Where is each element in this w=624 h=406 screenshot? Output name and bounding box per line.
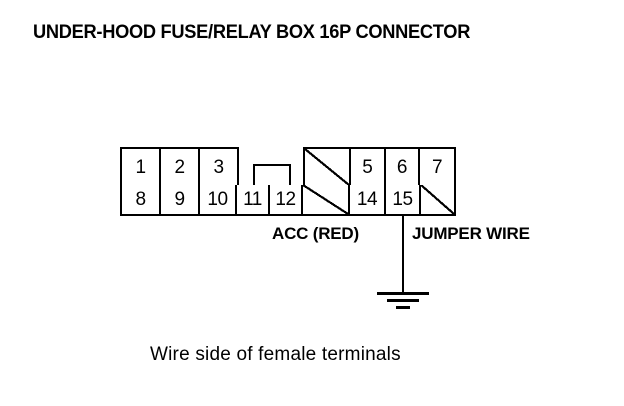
terminal-cell-1: 1 xyxy=(122,149,161,185)
terminal-cell-12: 12 xyxy=(270,185,303,214)
terminal-cell-10: 10 xyxy=(200,185,237,214)
terminal-cell-bottom-blank-16 xyxy=(421,185,454,214)
ground-bar-2 xyxy=(387,299,419,302)
ground-bar-1 xyxy=(377,292,429,295)
jumper-wire-label: JUMPER WIRE xyxy=(412,224,530,243)
terminal-cell-8: 8 xyxy=(122,185,161,214)
terminal-cell-11: 11 xyxy=(237,185,270,214)
ground-bar-3 xyxy=(396,306,410,309)
terminal-cell-bottom-blank-13 xyxy=(303,185,350,214)
connector-locking-tab xyxy=(253,164,291,185)
connector-diagram: 1 2 3 5 6 7 8 9 10 11 12 14 15 xyxy=(120,147,456,216)
terminal-cell-6: 6 xyxy=(386,149,420,185)
terminal-cell-3: 3 xyxy=(213,156,224,178)
jumper-wire-line xyxy=(402,216,404,294)
connector-top-row-left-bank: 1 2 3 xyxy=(120,147,239,185)
terminal-cell-9: 9 xyxy=(161,185,200,214)
ground-symbol-icon xyxy=(377,292,429,314)
terminal-cell-2: 2 xyxy=(161,149,200,185)
acc-terminal-label: ACC (RED) xyxy=(272,224,359,243)
page-title: UNDER-HOOD FUSE/RELAY BOX 16P CONNECTOR xyxy=(33,22,471,43)
terminal-cell-15: 15 xyxy=(386,185,421,214)
terminal-cell-top-blank-4 xyxy=(305,149,351,185)
diagram-caption: Wire side of female terminals xyxy=(150,344,401,365)
connector-bottom-row: 8 9 10 11 12 14 15 xyxy=(120,185,456,216)
terminal-cell-7: 7 xyxy=(431,156,443,178)
terminal-cell-5: 5 xyxy=(351,149,386,185)
connector-top-row-right-bank: 5 6 7 xyxy=(303,147,456,185)
terminal-cell-14: 14 xyxy=(350,185,386,214)
